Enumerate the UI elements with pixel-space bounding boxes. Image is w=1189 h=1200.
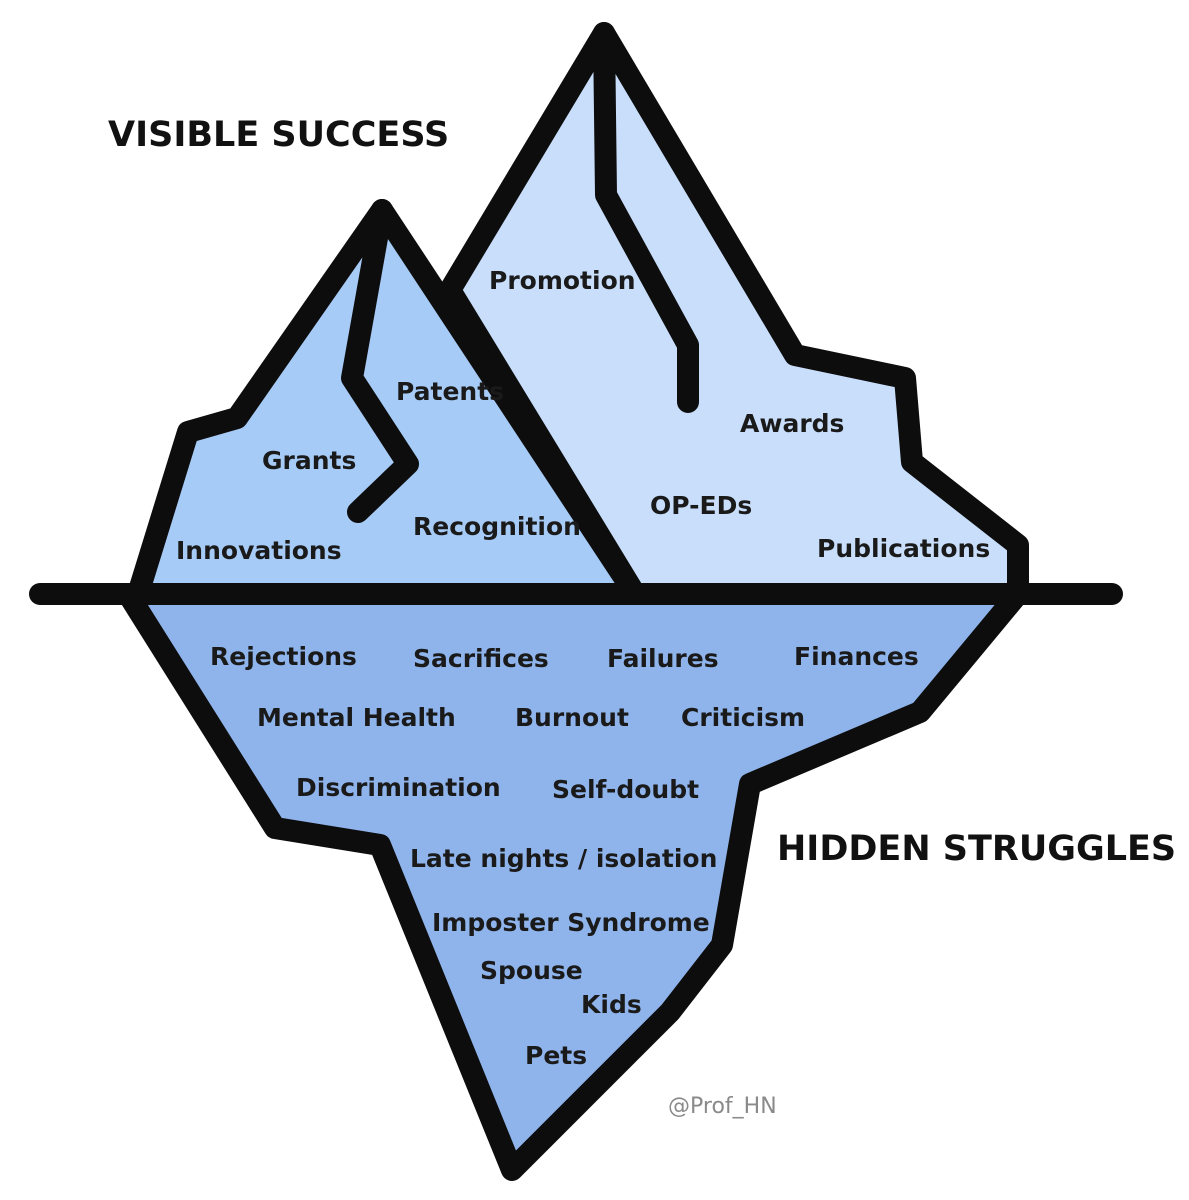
hidden-struggles-heading: HIDDEN STRUGGLES — [777, 829, 1176, 869]
label-grants: Grants — [262, 446, 356, 475]
label-finances: Finances — [794, 642, 919, 671]
label-recognition: Recognition — [413, 512, 581, 541]
label-op-eds: OP-EDs — [650, 491, 752, 520]
label-patents: Patents — [396, 377, 504, 406]
label-late-nights: Late nights / isolation — [410, 844, 717, 873]
label-kids: Kids — [581, 990, 642, 1019]
label-sacrifices: Sacrifices — [413, 644, 549, 673]
label-rejections: Rejections — [210, 642, 357, 671]
label-failures: Failures — [607, 644, 719, 673]
label-pets: Pets — [525, 1041, 587, 1070]
label-spouse: Spouse — [480, 956, 583, 985]
label-imposter-syndrome: Imposter Syndrome — [432, 908, 710, 937]
label-discrimination: Discrimination — [296, 773, 501, 802]
underwater-iceberg — [128, 594, 1018, 1170]
label-criticism: Criticism — [681, 703, 805, 732]
label-promotion: Promotion — [489, 266, 636, 295]
label-publications: Publications — [817, 534, 990, 563]
label-mental-health: Mental Health — [257, 703, 456, 732]
author-credit: @Prof_HN — [668, 1094, 777, 1119]
label-awards: Awards — [740, 409, 844, 438]
label-innovations: Innovations — [176, 536, 342, 565]
visible-success-heading: VISIBLE SUCCESS — [108, 115, 449, 155]
label-burnout: Burnout — [515, 703, 629, 732]
label-self-doubt: Self-doubt — [552, 775, 699, 804]
